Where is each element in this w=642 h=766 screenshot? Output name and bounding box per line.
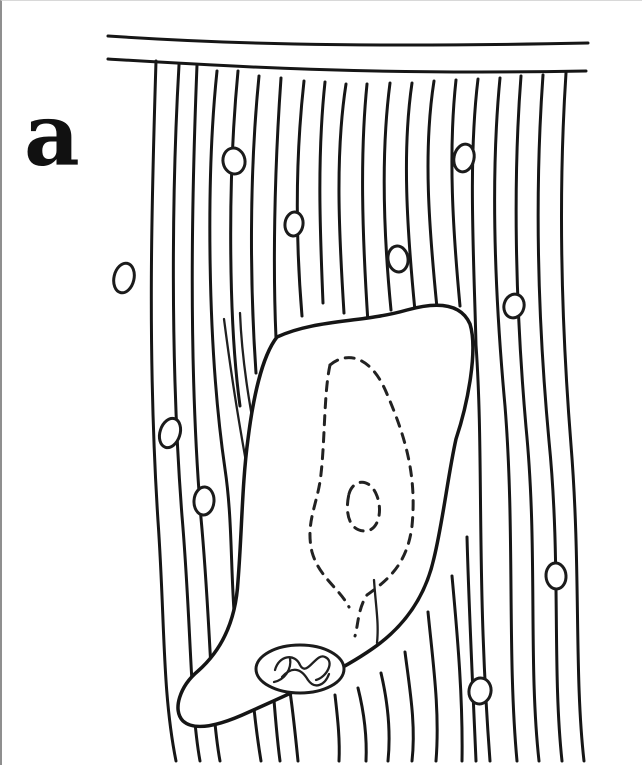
fiber-strand <box>406 83 415 311</box>
fiber-strand <box>428 612 437 761</box>
fiber-strand <box>339 84 346 313</box>
fiber-strand <box>335 695 339 761</box>
fiber-strand <box>467 537 476 761</box>
oval-body <box>467 676 493 705</box>
oval-body <box>221 146 247 175</box>
large-cell <box>178 305 473 726</box>
fiber-strand <box>363 84 368 323</box>
oval-body <box>156 416 184 451</box>
fiber-strand <box>381 673 389 761</box>
oval-body <box>111 261 137 295</box>
fiber-strand <box>274 78 281 338</box>
fiber-strand <box>516 76 539 761</box>
fiber-strand <box>405 652 413 761</box>
oval-body <box>501 292 527 320</box>
fiber-strand <box>472 79 490 761</box>
fiber-strand <box>231 71 240 406</box>
fiber-strand <box>452 576 462 761</box>
fiber-strand <box>428 81 437 308</box>
fiber-strand <box>358 688 366 761</box>
fiber-strand <box>538 75 562 761</box>
fiber-strand <box>452 80 460 306</box>
fiber-strand <box>495 78 517 761</box>
fiber-strand <box>561 73 584 761</box>
fiber-strand <box>151 61 176 761</box>
fiber-strand <box>320 82 325 303</box>
oval-body <box>193 486 215 515</box>
oval-body <box>283 211 304 237</box>
oval-body <box>386 245 409 274</box>
fiber-strand <box>384 83 391 310</box>
tissue-top-boundary <box>108 36 588 45</box>
nucleus <box>256 645 344 693</box>
oval-body <box>545 562 567 589</box>
fiber-strand <box>297 81 304 316</box>
fiber-strand <box>251 76 259 373</box>
